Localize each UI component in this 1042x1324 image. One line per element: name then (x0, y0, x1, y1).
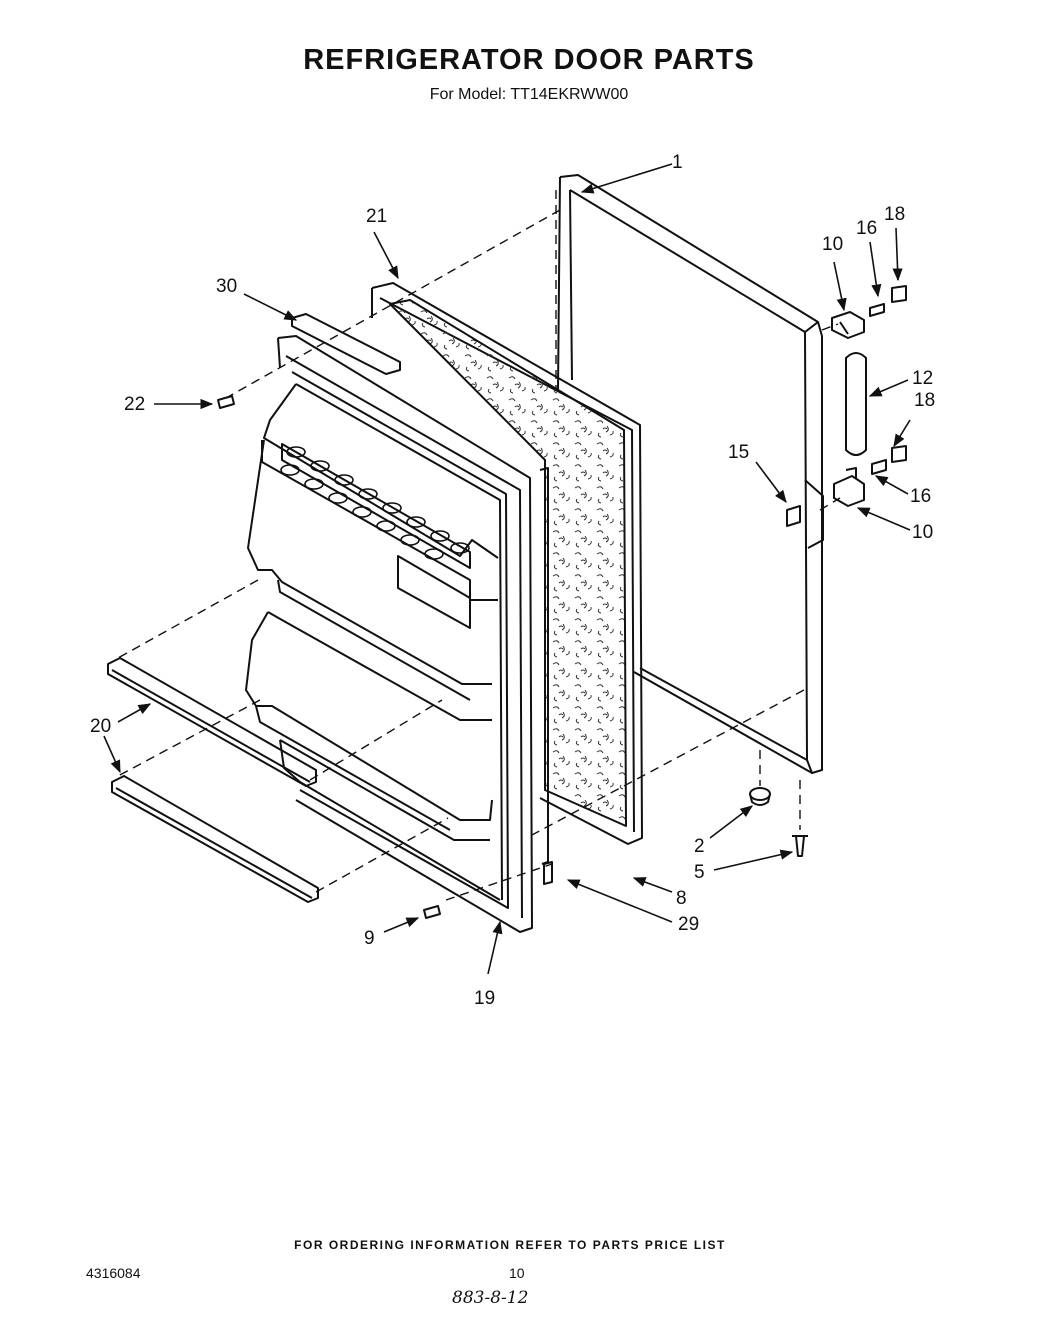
ordering-note: FOR ORDERING INFORMATION REFER TO PARTS … (294, 1238, 726, 1252)
callout-15: 15 (728, 442, 749, 463)
callout-9: 9 (364, 928, 375, 949)
callout-labels: 1 21 30 22 10 16 18 12 18 15 16 10 20 2 … (90, 152, 935, 1009)
callout-18-mid: 18 (914, 390, 935, 411)
leader-arrows (103, 163, 911, 975)
hinge-bottom (833, 467, 865, 507)
handwritten-note: 883-8-12 (452, 1288, 529, 1308)
callout-29: 29 (678, 914, 699, 935)
callout-10-top: 10 (822, 234, 843, 255)
alignment-lines (117, 190, 841, 901)
callout-18-top: 18 (884, 204, 905, 225)
page-title: REFRIGERATOR DOOR PARTS (303, 44, 755, 76)
callout-20: 20 (90, 716, 111, 737)
callout-16-bottom: 16 (910, 486, 931, 507)
outer-door-panel (557, 174, 824, 774)
document-number: 4316084 (86, 1265, 141, 1281)
callout-21: 21 (366, 206, 387, 227)
hinge-pin-bottom (871, 459, 887, 475)
inner-door-liner (245, 335, 533, 933)
callout-30: 30 (216, 276, 237, 297)
callout-16-top: 16 (856, 218, 877, 239)
bushing-2 (749, 787, 771, 806)
callout-2: 2 (694, 836, 705, 857)
clip-29 (543, 861, 553, 885)
callout-8: 8 (676, 888, 687, 909)
egg-rack-cups (280, 446, 470, 560)
model-line: For Model: TT14EKRWW00 (429, 86, 629, 103)
handle-bar (845, 352, 867, 456)
callout-22: 22 (124, 394, 145, 415)
page-number: 10 (509, 1265, 525, 1281)
callout-5: 5 (694, 862, 705, 883)
callout-12: 12 (912, 368, 933, 389)
hinge-cap-top (891, 285, 907, 303)
hinge-top (831, 311, 865, 339)
callout-1: 1 (672, 152, 683, 173)
hinge-pin-top (869, 303, 885, 317)
screw-5 (792, 835, 808, 857)
trim-strip (291, 313, 401, 375)
hinge-cap-mid (891, 445, 907, 463)
callout-10-bottom: 10 (912, 522, 933, 543)
door-shelf-bar-upper (107, 657, 317, 787)
callout-19: 19 (474, 988, 495, 1009)
door-shelf-bar-lower (111, 775, 319, 903)
screw-9 (423, 905, 441, 919)
